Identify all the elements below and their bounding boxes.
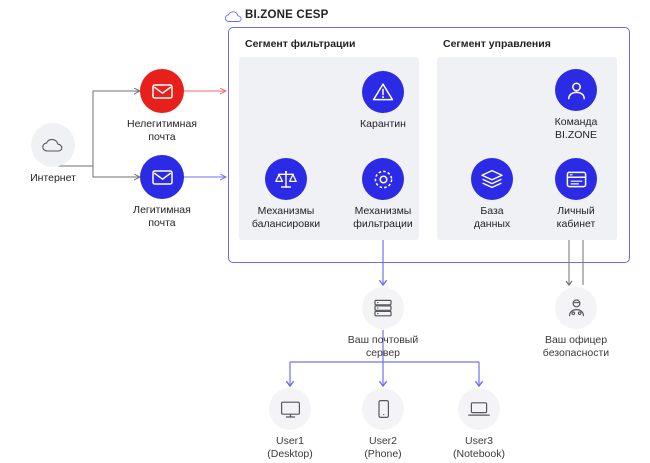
bizone-team-label-line1: Команда [554, 116, 598, 128]
server-rack-icon [374, 299, 392, 317]
gear-icon [374, 170, 392, 188]
node-user1[interactable]: User1 (Desktop) [245, 388, 335, 461]
legitimate-mail-label-line1: Легитимная [133, 204, 191, 216]
illegitimate-mail-label-line2: почта [148, 131, 176, 143]
database-disc [471, 158, 513, 200]
personal-account-label-line1: Личный [557, 205, 595, 217]
node-internet[interactable]: Интернет [8, 123, 98, 185]
database-label-line2: данных [473, 218, 511, 230]
quarantine-disc [362, 71, 404, 113]
balancing-label-line2: балансировки [251, 218, 321, 230]
quarantine-label: Карантин [360, 118, 406, 130]
user1-label-line2: (Desktop) [267, 448, 313, 460]
scales-icon [275, 170, 297, 188]
segment-label-management: Сегмент управления [443, 38, 551, 50]
personal-account-disc [555, 158, 597, 200]
node-legitimate-mail[interactable]: Легитимная почта [111, 155, 213, 230]
balancing-label-line1: Механизмы [257, 205, 315, 217]
legitimate-mail-disc [140, 155, 184, 199]
cloud-icon [42, 138, 63, 152]
desktop-monitor-icon [280, 401, 300, 418]
node-user2[interactable]: User2 (Phone) [338, 388, 428, 461]
node-personal-account[interactable]: Личный кабинет [534, 158, 618, 231]
mail-server-disc [362, 287, 404, 329]
filtering-label-line1: Механизмы [354, 205, 412, 217]
segment-label-filtration: Сегмент фильтрации [245, 38, 356, 50]
node-filtering-mechanisms[interactable]: Механизмы фильтрации [341, 158, 425, 231]
bizone-team-disc [555, 69, 597, 111]
security-officer-icon [568, 299, 584, 317]
warning-triangle-icon [372, 83, 394, 101]
security-officer-label-line1: Ваш офицер [544, 334, 608, 346]
filtering-label-line2: фильтрации [353, 218, 413, 230]
personal-account-label-line2: кабинет [556, 218, 596, 230]
layers-icon [481, 169, 503, 189]
node-quarantine[interactable]: Карантин [341, 71, 425, 131]
node-database[interactable]: База данных [450, 158, 534, 231]
envelope-icon [151, 84, 173, 99]
user2-label-line2: (Phone) [364, 448, 402, 460]
filtering-disc [362, 158, 404, 200]
node-user3[interactable]: User3 (Notebook) [434, 388, 524, 461]
user2-disc [362, 388, 404, 430]
illegitimate-mail-label-line1: Нелегитимная [127, 118, 197, 130]
user3-label-line2: (Notebook) [453, 448, 505, 460]
user1-label-line1: User1 [275, 435, 304, 447]
laptop-icon [468, 402, 490, 416]
mail-server-label-line2: сервер [365, 347, 401, 359]
illegitimate-mail-disc [140, 69, 184, 113]
node-bizone-team[interactable]: Команда BI.ZONE [534, 69, 618, 142]
user1-disc [269, 388, 311, 430]
cesp-title: BI.ZONE CESP [245, 9, 329, 21]
bizone-team-label-line2: BI.ZONE [554, 129, 597, 141]
internet-disc [31, 123, 75, 167]
node-illegitimate-mail[interactable]: Нелегитимная почта [111, 69, 213, 144]
node-security-officer[interactable]: Ваш офицер безопасности [531, 287, 621, 360]
user3-disc [458, 388, 500, 430]
user-icon [567, 82, 585, 99]
cloud-icon [224, 11, 242, 22]
envelope-icon [151, 170, 173, 185]
browser-window-icon [566, 171, 586, 187]
database-label-line1: База [480, 205, 504, 217]
security-officer-label-line2: безопасности [542, 347, 610, 359]
legitimate-mail-label-line2: почта [148, 217, 176, 229]
internet-label: Интернет [30, 172, 76, 184]
node-balancing-mechanisms[interactable]: Механизмы балансировки [244, 158, 328, 231]
balancing-disc [265, 158, 307, 200]
mail-server-label-line1: Ваш почтовый [347, 334, 419, 346]
bizone-cesp-container [228, 27, 630, 263]
node-mail-server[interactable]: Ваш почтовый сервер [338, 287, 428, 360]
security-officer-disc [555, 287, 597, 329]
smartphone-icon [378, 399, 389, 418]
user3-label-line1: User3 [464, 435, 493, 447]
user2-label-line1: User2 [368, 435, 397, 447]
